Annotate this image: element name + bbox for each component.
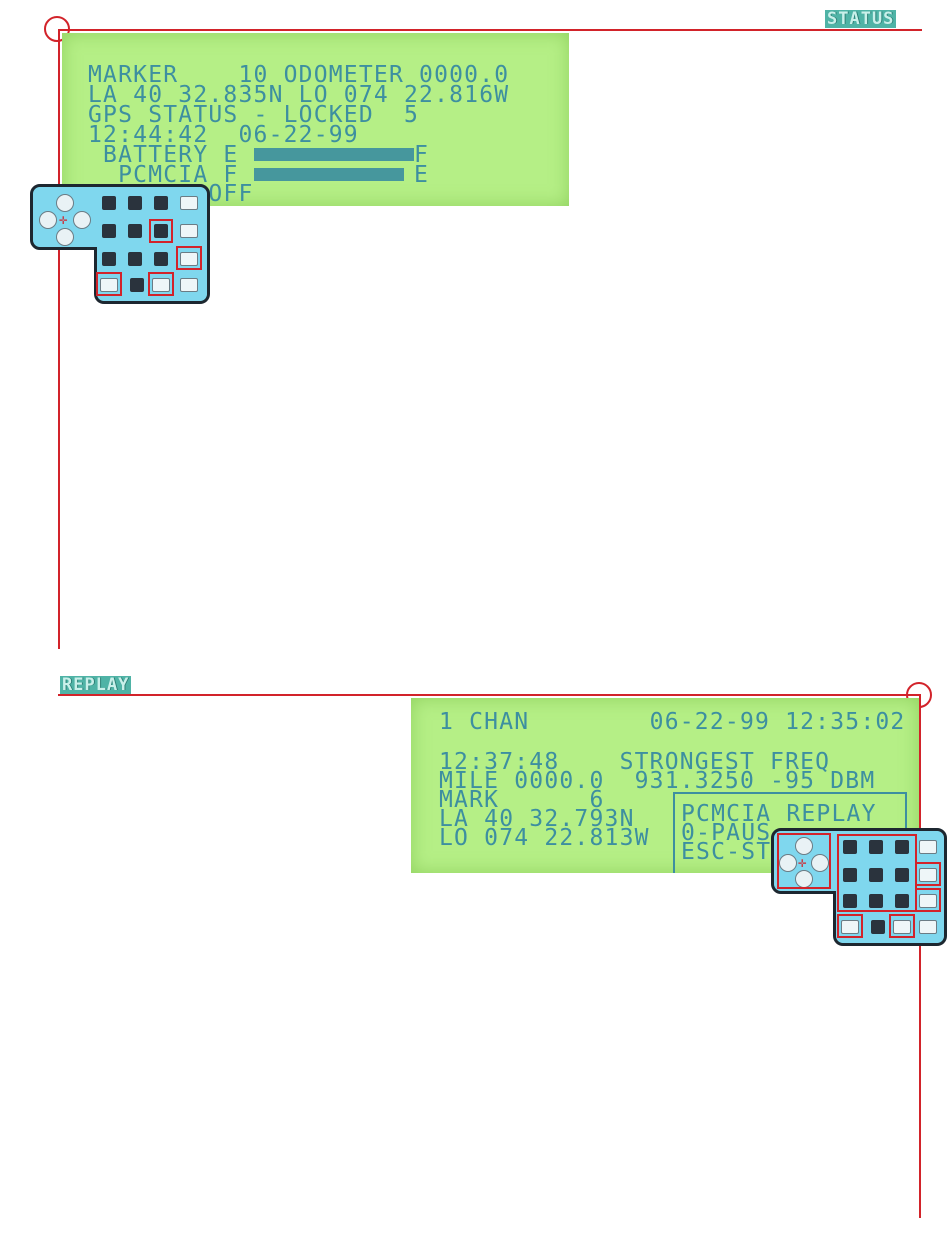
replay-keypad-diagram: ✛ bbox=[771, 828, 947, 946]
replay-lcd-line-4: MILE 0000.0 931.3250 -95 DBM bbox=[439, 768, 876, 794]
keypad-highlight bbox=[777, 833, 831, 889]
dpad-down-icon bbox=[56, 228, 74, 246]
status-lcd-line-3: GPS STATUS - LOCKED 5 bbox=[88, 102, 420, 128]
status-keypad-diagram: ✛ bbox=[30, 184, 210, 304]
keypad-highlight bbox=[837, 914, 863, 938]
status-section-tag: STATUS bbox=[825, 9, 897, 29]
replay-box-line-2: 0-PAUS bbox=[681, 820, 772, 846]
dpad-center-icon: ✛ bbox=[59, 212, 68, 228]
keypad-highlight bbox=[837, 834, 917, 912]
pcmcia-replay-box: PCMCIA REPLAY 0-PAUS ESC-ST bbox=[673, 792, 907, 873]
pcmcia-end-label: E bbox=[414, 162, 430, 188]
status-lcd-screen: MARKER 10 ODOMETER 0000.0 LA 40 32.835N … bbox=[62, 33, 569, 206]
keypad-highlight bbox=[176, 246, 202, 270]
battery-level-bar bbox=[254, 148, 414, 161]
replay-box-line-1: PCMCIA REPLAY bbox=[681, 801, 877, 827]
replay-lcd-line-7: LO 074 22.813W bbox=[439, 825, 650, 851]
keypad-highlight bbox=[915, 862, 941, 886]
status-lcd-line-1: MARKER 10 ODOMETER 0000.0 bbox=[88, 62, 510, 88]
keypad-highlight bbox=[149, 219, 173, 243]
status-lcd-line-5: BATTERY E bbox=[88, 142, 239, 168]
status-corner-circle bbox=[44, 16, 70, 42]
keypad-highlight bbox=[915, 888, 941, 912]
dpad-center-icon: ✛ bbox=[798, 855, 807, 871]
replay-lcd-line-5: MARK 6 bbox=[439, 787, 605, 813]
keypad-highlight bbox=[889, 914, 915, 938]
replay-corner-circle bbox=[906, 682, 932, 708]
status-left-rule bbox=[58, 29, 60, 649]
replay-lcd-line-6: LA 40 32.793N bbox=[439, 806, 635, 832]
status-lcd-line-6: PCMCIA F bbox=[88, 162, 239, 188]
replay-top-rule bbox=[58, 694, 920, 696]
dpad-up-icon bbox=[56, 194, 74, 212]
status-lcd-line-4: 12:44:42 06-22-99 bbox=[88, 122, 359, 148]
replay-section-tag: REPLAY bbox=[60, 675, 132, 695]
replay-lcd-line-3: 12:37:48 STRONGEST FREQ bbox=[439, 749, 831, 775]
dpad-left-icon bbox=[39, 211, 57, 229]
replay-box-line-3: ESC-ST bbox=[681, 839, 772, 865]
keypad-highlight bbox=[148, 272, 174, 296]
status-lcd-line-2: LA 40 32.835N LO 074 22.816W bbox=[88, 82, 510, 108]
dpad-right-icon bbox=[811, 854, 829, 872]
dpad-right-icon bbox=[73, 211, 91, 229]
dpad-up-icon bbox=[795, 837, 813, 855]
pcmcia-level-bar bbox=[254, 168, 405, 181]
keypad-highlight bbox=[96, 272, 122, 296]
replay-lcd-line-1: 1 CHAN 06-22-99 12:35:02 bbox=[439, 709, 906, 735]
battery-end-label: F bbox=[414, 142, 430, 168]
dpad-left-icon bbox=[779, 854, 797, 872]
status-top-rule bbox=[58, 29, 922, 31]
replay-right-rule bbox=[919, 694, 921, 1218]
